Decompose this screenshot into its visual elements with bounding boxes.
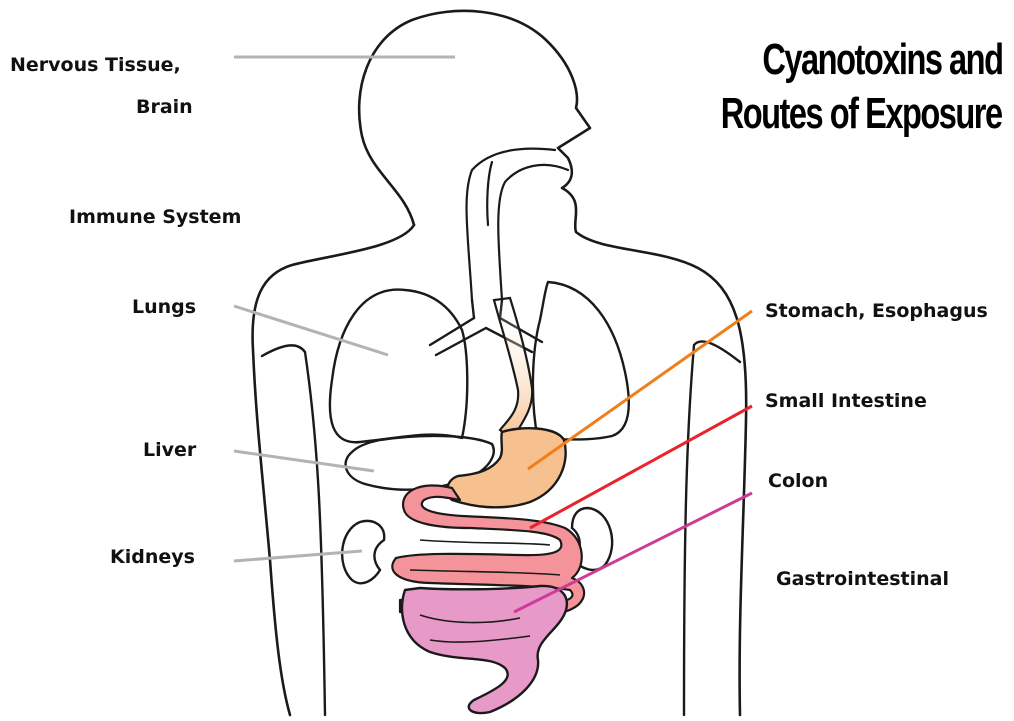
title-line-1: Cyanotoxins and: [762, 36, 1002, 84]
leader-stomach: [528, 311, 752, 469]
label-lungs: Lungs: [132, 295, 196, 319]
label-immune-system: Immune System: [69, 205, 241, 229]
leader-liver: [234, 451, 374, 471]
label-kidneys: Kidneys: [110, 545, 195, 569]
oral-passage: [498, 165, 568, 300]
colon: [402, 586, 567, 713]
label-nervous-tissue: Nervous Tissue,: [10, 53, 181, 77]
nasal-passage: [467, 149, 555, 300]
left-lung: [330, 290, 467, 443]
label-colon: Colon: [768, 469, 828, 493]
label-brain: Brain: [136, 95, 193, 119]
pharynx-line: [487, 162, 492, 225]
label-stomach-esophagus: Stomach, Esophagus: [765, 299, 988, 323]
leader-lungs: [234, 306, 388, 355]
label-gastrointestinal: Gastrointestinal: [776, 567, 949, 591]
label-small-intestine: Small Intestine: [765, 389, 927, 413]
label-liver: Liver: [143, 438, 196, 462]
right-lung: [533, 282, 629, 440]
stomach: [447, 428, 565, 507]
esophagus: [494, 298, 532, 440]
body-outline-left: [253, 225, 414, 715]
title-line-2: Routes of Exposure: [721, 90, 1002, 138]
right-arm-inner-line: [684, 341, 740, 715]
left-arm-inner-line: [262, 345, 325, 715]
